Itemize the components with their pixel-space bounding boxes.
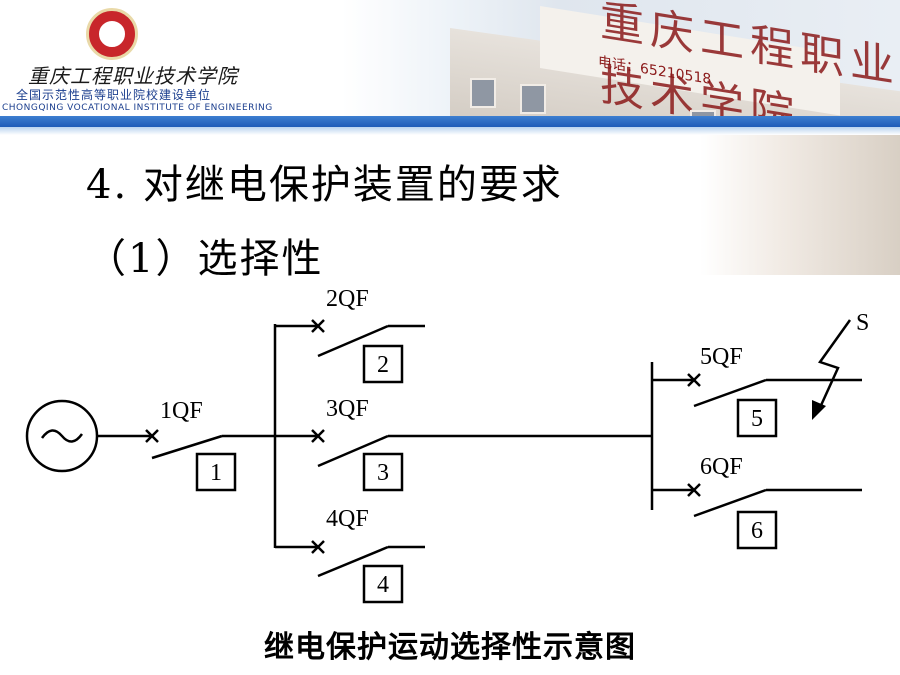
header-blue-band [0, 116, 900, 127]
window [470, 78, 496, 108]
relay-number-4: 4 [377, 572, 389, 598]
label-6qf: 6QF [700, 454, 743, 480]
fault-label: S [856, 310, 869, 336]
slide-header: 重庆工程职业技术学院 电话：65210518 重庆工程职业技术学院 全国示范性高… [0, 0, 900, 135]
breaker-6qf [693, 488, 767, 518]
relay-number-3: 3 [377, 460, 389, 486]
diagram-caption: 继电保护运动选择性示意图 [264, 630, 636, 665]
building-photo-fade [700, 135, 900, 275]
label-4qf: 4QF [326, 506, 369, 532]
breaker-1qf [151, 434, 223, 460]
relay-box-4 [362, 564, 404, 604]
breaker-2qf [317, 324, 389, 358]
school-name-cn: 重庆工程职业技术学院 [28, 64, 238, 88]
relay-number-2: 2 [377, 352, 389, 378]
relay-number-6: 6 [751, 518, 763, 544]
relay-box-1 [195, 452, 237, 492]
relay-box-3 [362, 452, 404, 492]
breaker-4qf [317, 545, 389, 578]
breaker-5qf [693, 378, 767, 408]
relay-box-2 [362, 344, 404, 384]
window [520, 84, 546, 114]
school-subtitle: 全国示范性高等职业院校建设单位 [16, 88, 212, 102]
label-2qf: 2QF [326, 286, 369, 312]
label-5qf: 5QF [700, 344, 743, 370]
relay-box-5 [736, 398, 778, 438]
school-logo-icon [86, 8, 138, 60]
slide-subheading: （1）选择性 [86, 236, 324, 282]
fault-lightning-icon [816, 319, 852, 413]
header-light-band [0, 127, 900, 135]
fault-arrow-head-icon [812, 400, 826, 420]
relay-box-6 [736, 510, 778, 550]
label-3qf: 3QF [326, 396, 369, 422]
relay-number-5: 5 [751, 406, 763, 432]
breaker-3qf [317, 434, 389, 468]
slide-heading: 4. 对继电保护装置的要求 [86, 162, 563, 208]
school-name-en: CHONGQING VOCATIONAL INSTITUTE OF ENGINE… [2, 103, 273, 113]
relay-number-1: 1 [210, 460, 222, 486]
protection-selectivity-diagram: 1QF 2QF 3QF 4QF 5QF 6QF 1 2 3 4 5 6 S [25, 286, 869, 604]
label-1qf: 1QF [160, 398, 203, 424]
